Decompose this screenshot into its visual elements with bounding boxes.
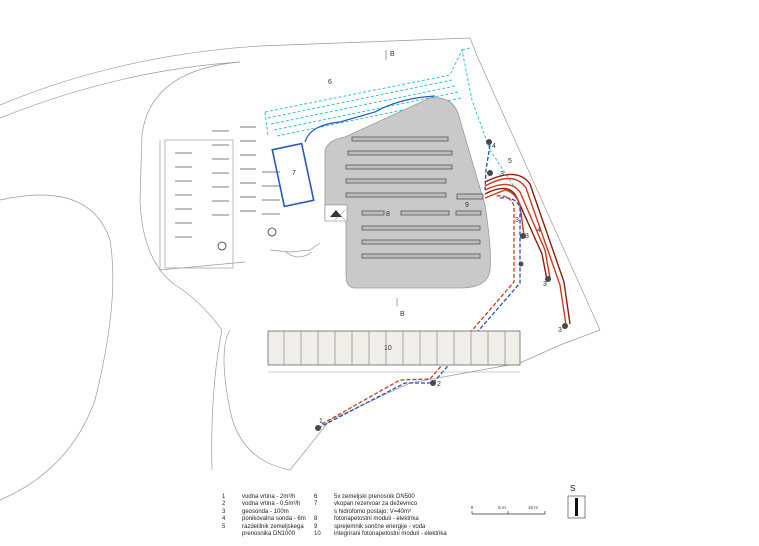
marker-3d: 3 <box>558 327 562 334</box>
legend-text: ponikovalna sonda - 6m <box>242 516 306 523</box>
parking-left <box>164 126 280 269</box>
legend-num: 6 <box>314 494 318 500</box>
accessible-parking-icon <box>217 227 277 251</box>
scale-tick-5: 5 m <box>498 505 506 510</box>
marker-1: 1 <box>319 418 323 425</box>
legend-item: 8 fotonapetostni moduli - elektrika <box>314 516 447 523</box>
scale-bar: 0 5 m 10 m <box>471 505 546 515</box>
legend-num: 9 <box>314 523 318 530</box>
legend-num: 4 <box>222 516 226 523</box>
legend-text: vkopan rezervoar za deževnico <box>334 501 418 508</box>
legend-item: s hidrofomo postajo; V=40m³ <box>314 509 447 516</box>
section-line <box>385 50 398 306</box>
integrated-pv-carport-10 <box>267 330 521 373</box>
marker-3c: 3 <box>543 281 547 288</box>
legend-item: 3 geosonda - 100m <box>222 509 306 516</box>
legend-left: 1 vodna vrtina - 2m³/h 2 vodna vrtina - 0,… <box>222 494 306 538</box>
legend-item: 6 5x zemeljski prenosnik DN500 <box>314 494 447 501</box>
legend-num <box>314 509 334 516</box>
legend-item: 10 integrirani fotonapetostni moduli - el… <box>314 531 447 538</box>
plan-labels: B B 1 2 3 3 3 3 3 4 4 5 6 7 8 9 10 <box>292 51 562 425</box>
legend-text: fotonapetostni moduli - elektrika <box>334 516 419 523</box>
rainwater-tank-7 <box>271 95 436 208</box>
legend-num: 5 <box>222 523 226 530</box>
legend-text: integrirani fotonapetostni moduli - elek… <box>334 531 447 538</box>
section-mark-bottom: B <box>400 311 405 318</box>
solar-collector-9 <box>456 193 484 200</box>
legend-right: 6 5x zemeljski prenosnik DN500 7 vkopan re… <box>314 494 447 538</box>
site-outlines <box>0 37 601 501</box>
marker-3e: 3 <box>515 217 519 224</box>
marker-9: 9 <box>465 202 469 209</box>
legend-num: 10 <box>314 531 321 538</box>
legend-num: 1 <box>222 494 226 500</box>
north-arrow-label: S <box>570 484 575 493</box>
marker-2: 2 <box>437 381 441 388</box>
legend-text: sprejemnik sončne energije - voda <box>334 523 426 530</box>
legend-num: 2 <box>222 501 226 508</box>
marker-8: 8 <box>386 211 390 218</box>
geothermal-pipes <box>484 173 571 326</box>
marker-4a: 4 <box>492 143 496 150</box>
legend-text: razdelilnik zemeljskega <box>242 523 304 530</box>
legend-item: 4 ponikovalna sonda - 6m <box>222 516 306 523</box>
legend-item: 7 vkopan rezervoar za deževnico <box>314 501 447 508</box>
scale-tick-0: 0 <box>471 505 474 510</box>
marker-6: 6 <box>328 79 332 86</box>
legend-num: 7 <box>314 501 318 508</box>
legend-text: s hidrofomo postajo; V=40m³ <box>334 508 411 515</box>
legend-num: 8 <box>314 516 318 523</box>
probe-points <box>315 139 568 431</box>
legend-item: 1 vodna vrtina - 2m³/h <box>222 494 306 501</box>
marker-4b: 4 <box>537 227 541 234</box>
marker-10: 10 <box>384 345 392 352</box>
legend-item: 9 sprejemnik sončne energije - voda <box>314 524 447 531</box>
marker-5: 5 <box>508 158 512 165</box>
marker-7: 7 <box>292 170 296 177</box>
legend-num <box>222 531 242 538</box>
legend-text: vodna vrtina - 2m³/h <box>242 494 296 500</box>
section-mark-top: B <box>390 51 395 58</box>
legend-text: geosonda - 100m <box>242 508 289 515</box>
legend-item: prenosnika DN1000 <box>222 531 306 538</box>
legend-num: 3 <box>222 508 226 515</box>
legend-text: vodna vrtina - 0,5m³/h <box>242 501 301 508</box>
legend-text: prenosnika DN1000 <box>242 531 296 538</box>
scale-tick-10: 10 m <box>528 505 538 510</box>
legend-text: 5x zemeljski prenosnik DN500 <box>334 494 415 500</box>
north-arrow: S <box>567 484 586 519</box>
marker-3a: 3 <box>500 171 504 178</box>
legend-item: 2 vodna vrtina - 0,5m³/h <box>222 501 306 508</box>
legend-item: 5 razdelilnik zemeljskega <box>222 524 306 531</box>
marker-3b: 3 <box>525 233 529 240</box>
pv-module-rows-8 <box>345 136 482 259</box>
